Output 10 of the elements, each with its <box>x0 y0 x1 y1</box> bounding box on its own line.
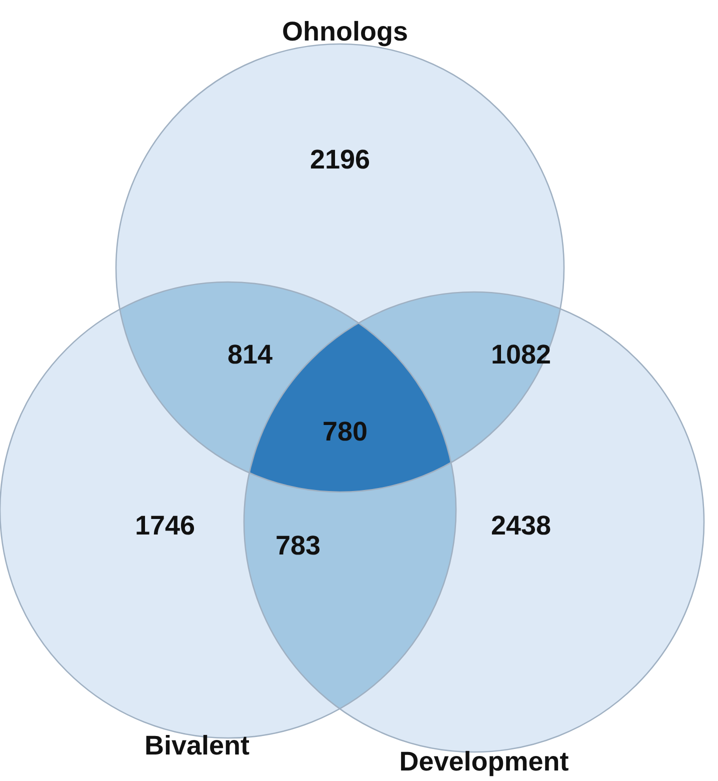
region-count: 2438 <box>490 510 552 542</box>
region-count: 2196 <box>310 144 370 176</box>
region-count: 780 <box>322 416 368 448</box>
region-count: 783 <box>275 530 321 562</box>
set-label: Bivalent <box>144 730 250 762</box>
region-count: 1082 <box>490 340 552 370</box>
region-count: 1746 <box>134 510 196 542</box>
set-label: Development <box>399 746 569 778</box>
set-label: Ohnologs <box>282 16 408 48</box>
region-count: 814 <box>227 340 273 370</box>
